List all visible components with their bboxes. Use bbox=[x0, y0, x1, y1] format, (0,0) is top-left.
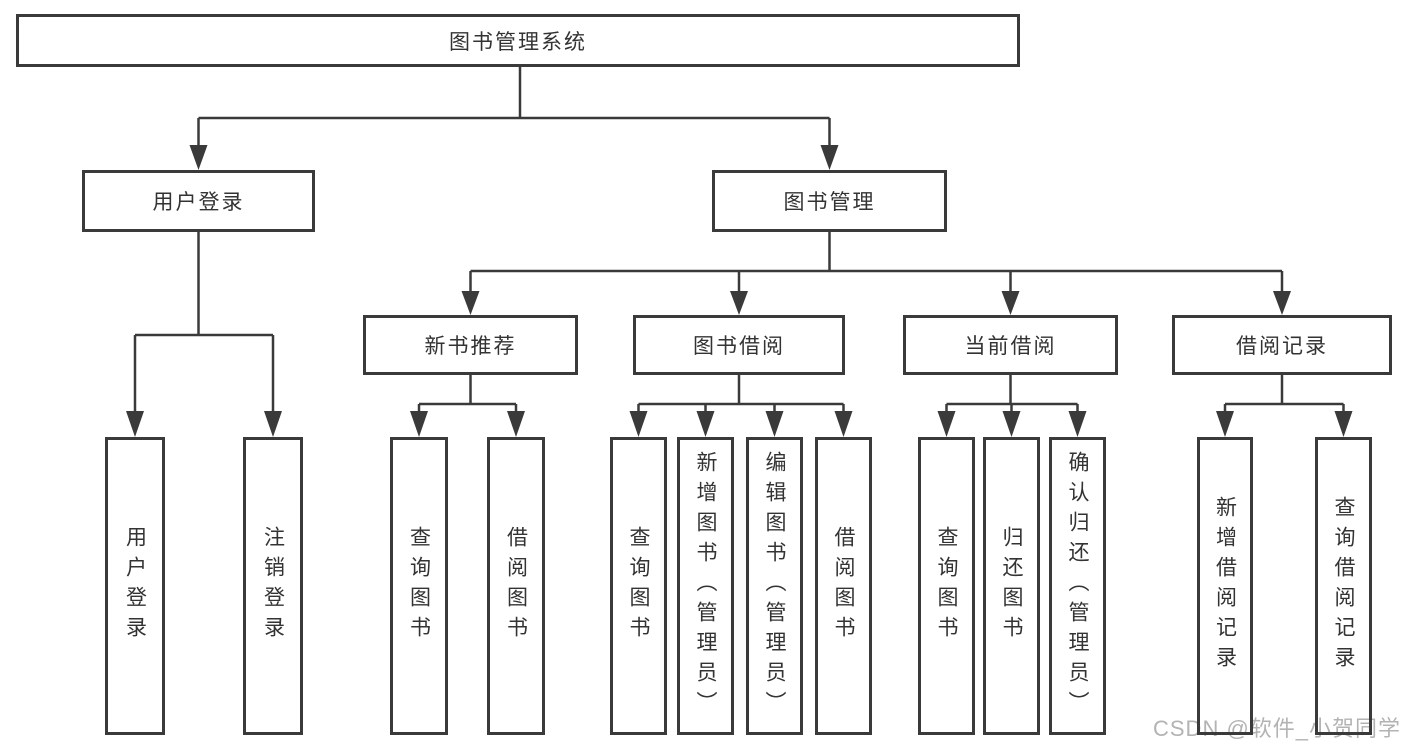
node-bb-query-books: 查询图书 bbox=[610, 437, 667, 735]
node-user-login-branch: 用户登录 bbox=[82, 170, 315, 232]
node-label: 图书管理 bbox=[783, 191, 876, 214]
node-label: 归还图书 bbox=[1000, 526, 1024, 646]
node-label: 用户登录 bbox=[152, 191, 245, 214]
node-label: 借阅图书 bbox=[504, 526, 528, 646]
node-label: 用户登录 bbox=[123, 526, 147, 646]
node-label: 查询图书 bbox=[935, 526, 959, 646]
node-label: 查询图书 bbox=[627, 526, 651, 646]
node-book-borrowing: 图书借阅 bbox=[633, 315, 845, 375]
watermark: CSDN @软件_小贺同学 bbox=[1153, 716, 1402, 741]
node-cb-query-books: 查询图书 bbox=[918, 437, 975, 735]
node-current-borrowing: 当前借阅 bbox=[903, 315, 1118, 375]
node-library-system: 图书管理系统 bbox=[16, 14, 1020, 67]
node-label: 编辑图书（管理员） bbox=[763, 451, 787, 721]
node-cb-return-books: 归还图书 bbox=[983, 437, 1040, 735]
node-borrowing-records: 借阅记录 bbox=[1172, 315, 1392, 375]
node-label: 注销登录 bbox=[261, 526, 285, 646]
node-label: 当前借阅 bbox=[964, 335, 1057, 358]
node-label: 借阅记录 bbox=[1236, 335, 1328, 358]
node-user-login: 用户登录 bbox=[105, 437, 165, 735]
node-label: 图书管理系统 bbox=[449, 30, 587, 54]
node-label: 新增图书（管理员） bbox=[694, 451, 718, 721]
node-label: 新书推荐 bbox=[424, 335, 517, 358]
node-nb-query-books: 查询图书 bbox=[390, 437, 448, 735]
node-label: 查询借阅记录 bbox=[1332, 496, 1356, 676]
node-bb-add-books-admin: 新增图书（管理员） bbox=[677, 437, 734, 735]
node-br-add-record: 新增借阅记录 bbox=[1197, 437, 1253, 735]
node-label: 新增借阅记录 bbox=[1213, 496, 1237, 676]
node-bb-edit-books-admin: 编辑图书（管理员） bbox=[746, 437, 803, 735]
node-label: 图书借阅 bbox=[693, 335, 785, 358]
node-book-management: 图书管理 bbox=[712, 170, 947, 232]
node-label: 确认归还（管理员） bbox=[1066, 451, 1090, 721]
node-label: 借阅图书 bbox=[832, 526, 856, 646]
node-label: 查询图书 bbox=[407, 526, 431, 646]
node-new-book-recommend: 新书推荐 bbox=[363, 315, 578, 375]
node-cb-confirm-return-admin: 确认归还（管理员） bbox=[1049, 437, 1106, 735]
node-br-query-record: 查询借阅记录 bbox=[1315, 437, 1372, 735]
node-bb-borrow-books: 借阅图书 bbox=[815, 437, 872, 735]
node-nb-borrow-books: 借阅图书 bbox=[487, 437, 545, 735]
node-logout: 注销登录 bbox=[243, 437, 303, 735]
